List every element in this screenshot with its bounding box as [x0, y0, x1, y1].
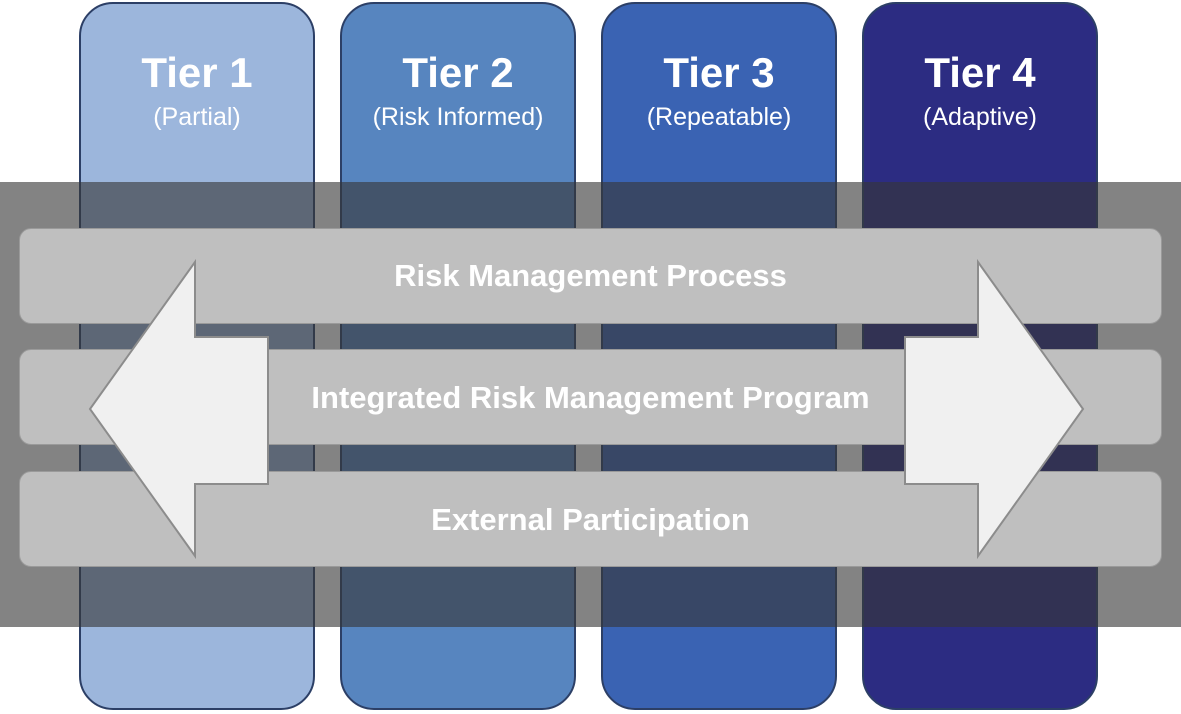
- tier-1-title: Tier 1: [141, 49, 253, 96]
- left-arrow-icon: [88, 258, 269, 560]
- external-participation-bar: [19, 471, 1162, 567]
- risk-management-process-label: Risk Management Process: [394, 258, 787, 293]
- integrated-risk-management-program-label: Integrated Risk Management Program: [311, 380, 870, 415]
- tier-3-title: Tier 3: [663, 49, 775, 96]
- tier-2-subtitle: (Risk Informed): [372, 103, 544, 131]
- tier-2-title: Tier 2: [402, 49, 514, 96]
- external-participation-label: External Participation: [431, 502, 750, 537]
- tier-4-title: Tier 4: [924, 49, 1036, 96]
- tier-3-subtitle: (Repeatable): [646, 103, 792, 131]
- tier-4-subtitle: (Adaptive): [923, 103, 1037, 131]
- risk-management-process-bar: [19, 228, 1162, 324]
- tier-1-subtitle: (Partial): [153, 103, 241, 131]
- right-arrow-icon: [904, 258, 1085, 560]
